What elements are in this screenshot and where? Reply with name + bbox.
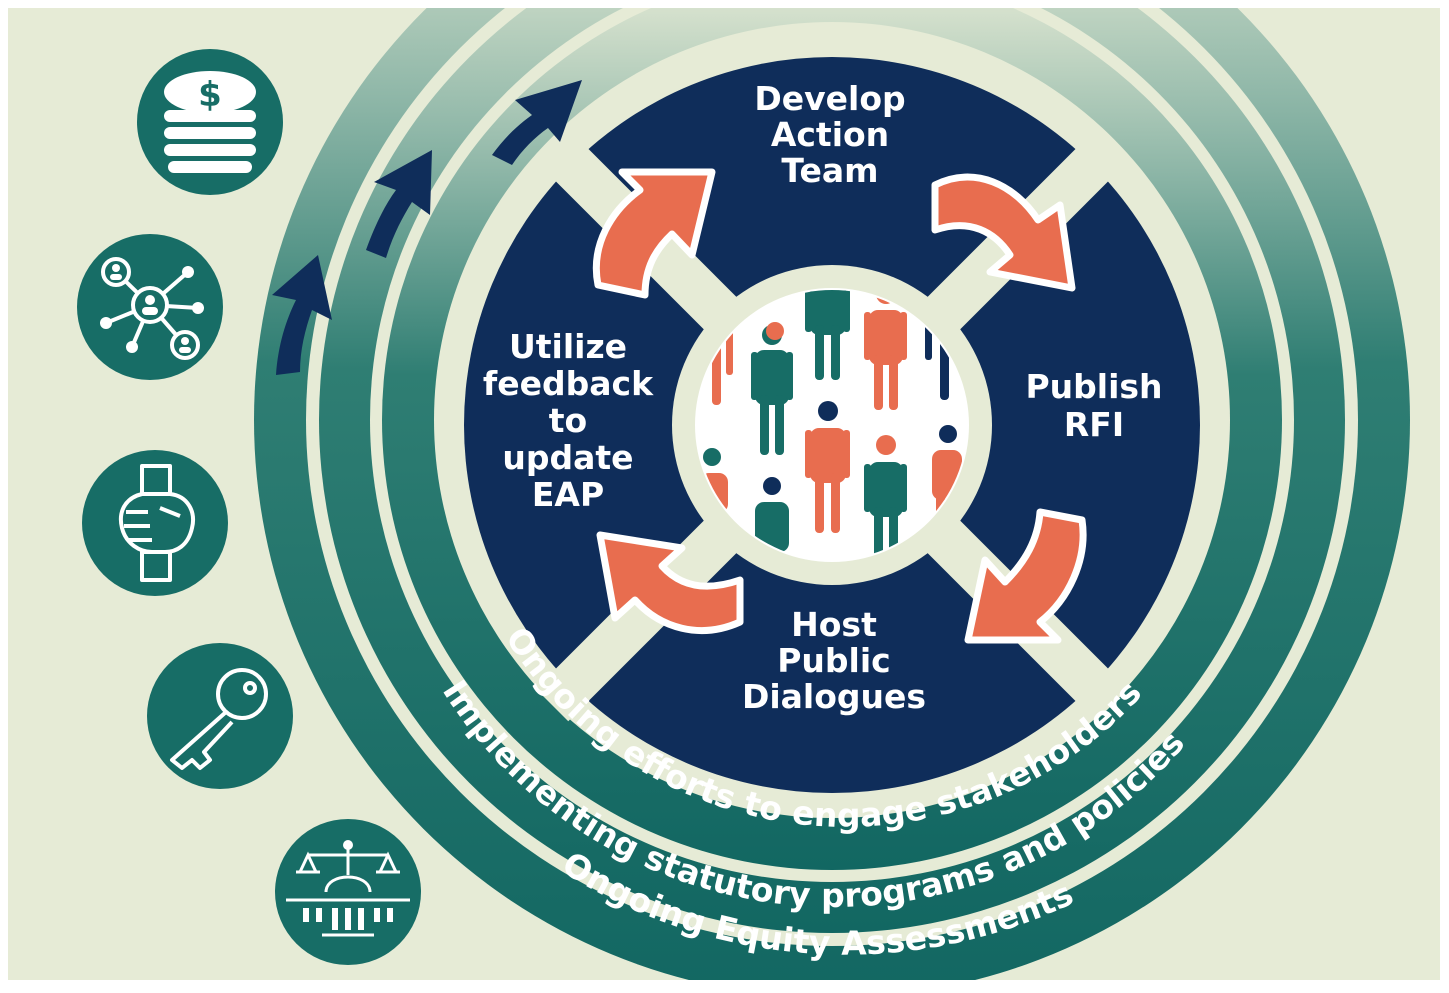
step-label-line: Publish [1025,367,1162,406]
step-label-line: Develop [754,79,905,118]
cycle-arrows [592,168,1087,644]
progress-arrow-2 [366,150,432,258]
progress-arrow-1 [272,255,332,375]
svg-text:$: $ [198,75,222,115]
step-label-line: Team [781,151,878,190]
progress-arrow-3 [492,80,582,165]
step-label-line: Action [771,115,889,154]
capitol-justice-icon [275,819,421,965]
step-label-line: RFI [1064,405,1124,444]
step-label-line: to [549,401,587,440]
step-label-line: feedback [483,364,654,403]
handshake-icon [82,450,228,596]
arrow-to-action-team [592,168,716,299]
step-label-line: Public [777,641,891,680]
step-label-line: Utilize [509,327,627,366]
arrow-to-dialogues [964,508,1087,644]
step-label-line: update [502,438,633,477]
progress-arrows [272,80,582,375]
network-people-icon [77,234,223,380]
step-host-public-dialogues: Host Public Dialogues [742,605,926,716]
icon-column: $ [77,49,421,965]
step-label-line: Dialogues [742,677,926,716]
step-label-line: Host [791,605,877,644]
arrow-to-feedback [596,531,744,635]
key-icon [147,643,293,789]
step-publish-rfi: Publish RFI [1025,367,1162,444]
step-label-line: EAP [532,475,604,514]
arrow-to-rfi [931,173,1076,292]
step-develop-action-team: Develop Action Team [754,79,905,190]
step-utilize-feedback: Utilize feedback to update EAP [483,327,654,514]
dollar-coins-icon: $ [137,49,283,195]
